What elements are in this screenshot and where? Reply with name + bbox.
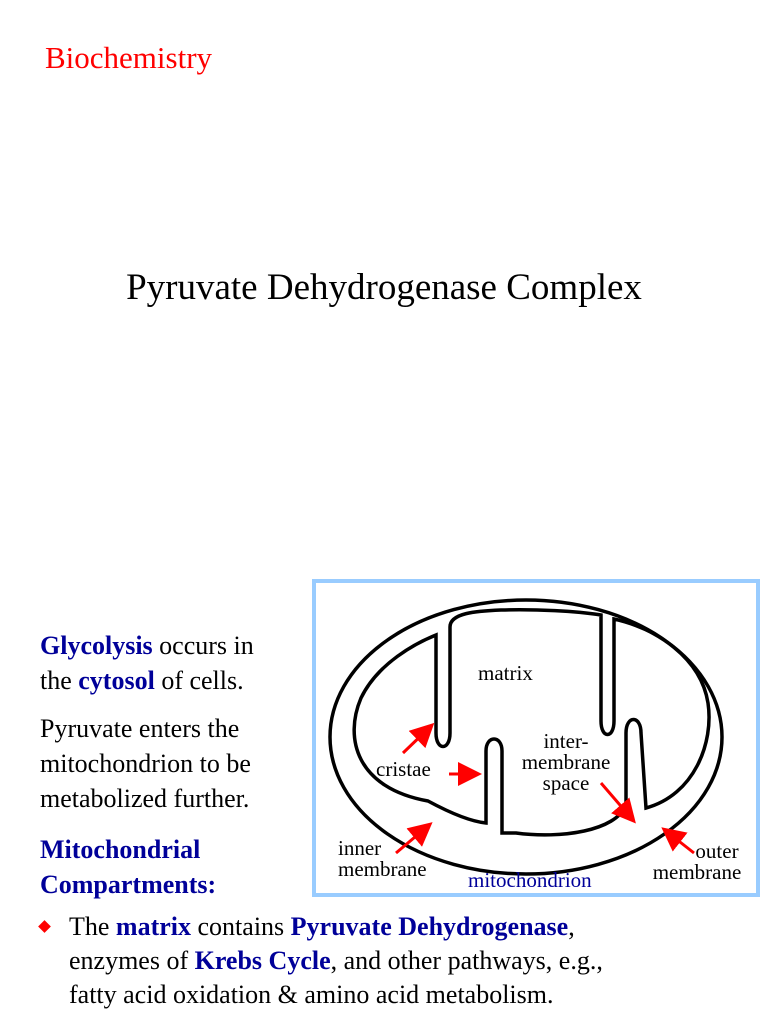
section-heading-line-1: Mitochondrial (40, 835, 201, 864)
cristae-arrow-1 (401, 722, 435, 755)
diagram-caption: mitochondrion (468, 868, 592, 892)
bullet-line-3: fatty acid oxidation & amino acid metabo… (69, 980, 554, 1009)
inner-membrane-label-line-1: inner (338, 836, 382, 860)
inner-membrane-label-line-2: membrane (338, 857, 427, 881)
text-span: , and other pathways, e.g., (330, 946, 603, 975)
outer-membrane-label-line-2: membrane (652, 860, 742, 884)
outer-membrane-shape (328, 598, 724, 876)
inner-membrane-arrow (395, 822, 433, 855)
cristae-label: cristae (376, 757, 431, 781)
bullet-text: The matrix contains Pyruvate Dehydrogena… (69, 910, 760, 1012)
paragraph-glycolysis-line-1: Glycolysis occurs in (40, 628, 254, 663)
outer-membrane-label: outer membrane (642, 841, 752, 883)
outer-membrane-arrow (661, 827, 695, 855)
keyword-krebs-cycle: Krebs Cycle (194, 946, 331, 975)
slide-header: Biochemistry (45, 40, 213, 75)
keyword-glycolysis: Glycolysis (40, 631, 153, 660)
intermembrane-label-line-1: inter- (543, 729, 589, 753)
bullet-diamond-icon (38, 920, 51, 933)
bullet-line-1: The matrix contains Pyruvate Dehydrogena… (69, 910, 760, 944)
inner-membrane-label: inner membrane (338, 838, 427, 880)
bullet-line-2: enzymes of Krebs Cycle, and other pathwa… (69, 944, 760, 978)
text-span: contains (191, 912, 291, 941)
paragraph-glycolysis: Glycolysis occurs in the cytosol of cell… (40, 628, 254, 698)
inner-membrane-shape (352, 607, 711, 837)
mitochondrion-drawing (328, 598, 724, 876)
keyword-cytosol: cytosol (78, 666, 155, 695)
mitochondrion-diagram: matrix cristae inter- membrane space inn… (312, 579, 760, 897)
intermembrane-arrow (599, 782, 636, 824)
bullet-item-matrix: The matrix contains Pyruvate Dehydrogena… (38, 910, 760, 1012)
keyword-pyruvate-dehydrogenase: Pyruvate Dehydrogenase (290, 912, 569, 941)
paragraph-pyruvate-line-1: Pyruvate enters the (40, 714, 240, 743)
section-heading-line-2: Compartments: (40, 870, 217, 899)
intermembrane-label-line-2: membrane (521, 750, 611, 774)
text-span: enzymes of (69, 946, 195, 975)
text-span: occurs in (152, 631, 254, 660)
text-span: , (568, 912, 575, 941)
intermembrane-label: inter- membrane space (512, 731, 620, 794)
paragraph-pyruvate-line-3: metabolized further. (40, 784, 250, 813)
matrix-label: matrix (478, 661, 533, 685)
paragraph-glycolysis-line-2: the cytosol of cells. (40, 663, 254, 698)
paragraph-pyruvate: Pyruvate enters the mitochondrion to be … (40, 711, 251, 816)
section-heading: Mitochondrial Compartments: (40, 832, 216, 902)
keyword-matrix: matrix (115, 912, 192, 941)
paragraph-pyruvate-line-2: mitochondrion to be (40, 749, 251, 778)
slide-title: Pyruvate Dehydrogenase Complex (126, 267, 642, 308)
text-span: The (69, 912, 116, 941)
outer-membrane-label-line-1: outer (695, 839, 739, 863)
text-span: of cells. (154, 666, 244, 695)
text-span: the (40, 666, 79, 695)
intermembrane-label-line-3: space (542, 771, 590, 795)
